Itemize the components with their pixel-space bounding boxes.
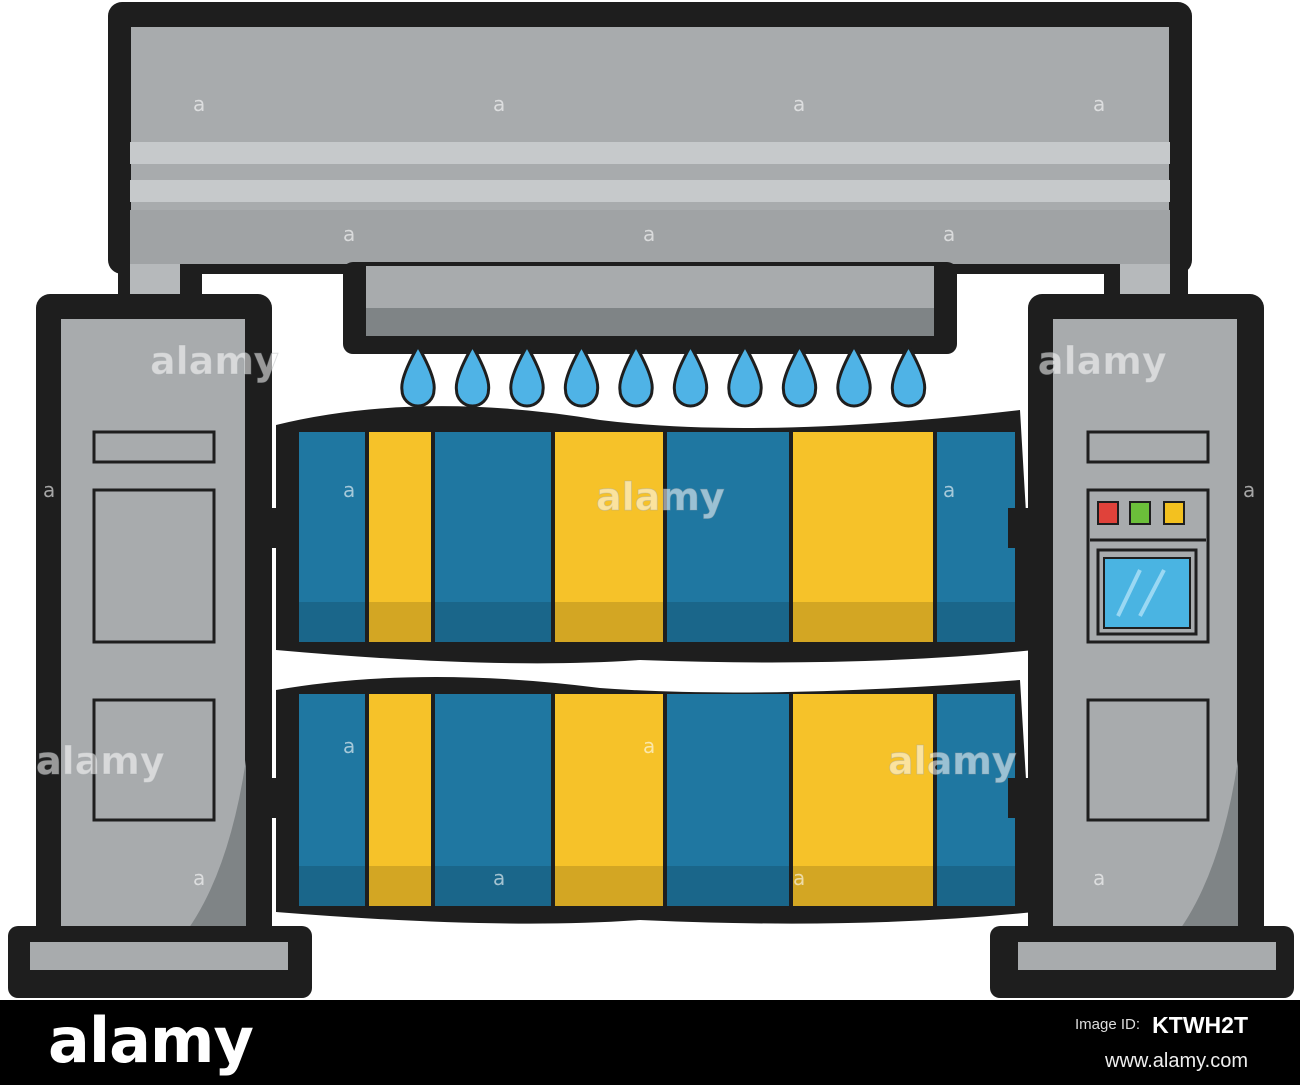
brush-stripe: [555, 432, 663, 642]
svg-text:a: a: [1093, 866, 1105, 890]
brush-stripe: [667, 432, 789, 642]
water-drop: [509, 342, 545, 408]
svg-text:a: a: [493, 92, 505, 116]
indicator-light-yellow: [1163, 501, 1185, 525]
svg-text:a: a: [493, 866, 505, 890]
svg-text:alamy: alamy: [888, 739, 1017, 783]
brush-stripe: [937, 432, 1015, 642]
svg-text:a: a: [643, 222, 655, 246]
brush-stripe: [555, 694, 663, 906]
left-tower: [8, 294, 312, 998]
water-drops: [400, 342, 927, 408]
spray-nozzle-bar: [343, 262, 957, 354]
water-drop: [400, 342, 436, 408]
svg-text:a: a: [343, 478, 355, 502]
brush-stripe: [369, 432, 431, 642]
svg-text:a: a: [193, 866, 205, 890]
alamy-logo: alamy: [48, 1004, 254, 1077]
svg-text:alamy: alamy: [36, 739, 165, 783]
brush-stripe: [793, 694, 933, 906]
site-url[interactable]: www.alamy.com: [1105, 1050, 1248, 1072]
brush-stripe: [369, 694, 431, 906]
brush-stripe: [299, 432, 365, 642]
svg-text:a: a: [1243, 478, 1255, 502]
brush-stripe: [667, 694, 789, 906]
right-tower: [990, 294, 1294, 998]
svg-text:a: a: [1093, 92, 1105, 116]
brush-stripe: [435, 694, 551, 906]
brush-stripe: [435, 432, 551, 642]
car-wash-illustration: alamy alamy alamy alamy alamy a a a a a …: [8, 2, 1294, 998]
water-drop: [672, 342, 709, 408]
svg-text:a: a: [943, 222, 955, 246]
brush-top: [276, 406, 1034, 664]
svg-text:a: a: [343, 222, 355, 246]
display-screen: [1103, 557, 1191, 629]
water-drop: [454, 342, 491, 408]
svg-text:a: a: [343, 734, 355, 758]
svg-text:alamy: alamy: [150, 339, 279, 383]
svg-text:a: a: [943, 478, 955, 502]
svg-text:a: a: [43, 478, 55, 502]
svg-text:a: a: [193, 92, 205, 116]
water-drop: [618, 342, 654, 408]
brush-stripe: [299, 694, 365, 906]
top-beam: [108, 2, 1192, 274]
water-drop: [727, 342, 763, 408]
svg-text:a: a: [793, 866, 805, 890]
brush-stripe: [937, 694, 1015, 906]
water-drop: [563, 342, 600, 408]
brush-stripe: [793, 432, 933, 642]
water-drop: [890, 342, 927, 408]
control-panel: [1086, 488, 1210, 644]
image-id: KTWH2T: [1152, 1012, 1248, 1038]
indicator-light-red: [1097, 501, 1119, 525]
image-id-label: Image ID:: [1074, 1016, 1140, 1033]
indicator-light-green: [1129, 501, 1151, 525]
water-drop: [836, 342, 872, 408]
watermark: alamy alamy alamy alamy alamy a a a a a …: [36, 92, 1256, 890]
svg-text:a: a: [793, 92, 805, 116]
water-drop: [781, 342, 818, 408]
svg-text:a: a: [643, 734, 655, 758]
stock-footer-bar: alamy Image ID: KTWH2T www.alamy.com: [0, 1000, 1300, 1085]
svg-text:alamy: alamy: [1038, 339, 1167, 383]
brush-bottom: [276, 676, 1034, 924]
svg-text:alamy: alamy: [596, 475, 725, 519]
